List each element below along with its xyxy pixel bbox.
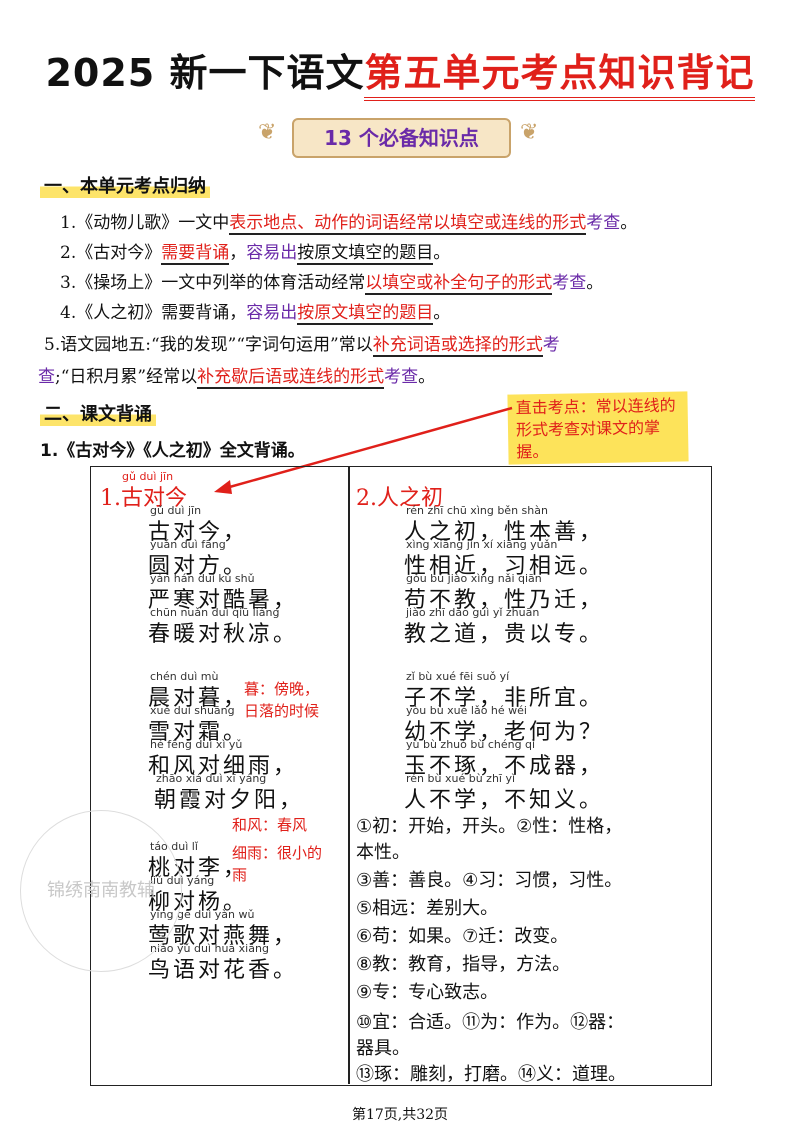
left-line: 晨对暮， bbox=[148, 686, 249, 711]
watermark: 锦绣南南教辅 bbox=[20, 810, 182, 972]
right-header: 2.人之初 bbox=[356, 486, 443, 511]
gloss-xiyu: 细雨：很小的 bbox=[232, 844, 323, 862]
section1-heading: 一、本单元考点归纳 bbox=[40, 172, 210, 198]
gloss-mu: 暮：傍晚， bbox=[244, 680, 320, 698]
vocab-item: ⑨专：专心致志。 bbox=[356, 982, 499, 1003]
right-line: 幼不学，老何为？ bbox=[404, 720, 605, 745]
right-line: 教之道，贵以专。 bbox=[404, 622, 605, 647]
left-line: 雪对霜。 bbox=[148, 720, 249, 745]
summary-item-4: 4.《人之初》需要背诵，容易出按原文填空的题目。 bbox=[60, 303, 451, 325]
left-pinyin: hé fēng duì xì yǔ bbox=[150, 738, 243, 751]
arrow-icon bbox=[214, 406, 513, 494]
summary-item-5b: 查;“日积月累”经常以补充歇后语或连线的形式考查。 bbox=[38, 367, 436, 389]
gloss-hefeng: 和风：春风 bbox=[232, 816, 308, 834]
vocab-item: ⑤相远：差别大。 bbox=[356, 898, 499, 919]
vocab-item: ①初：开始，开头。②性：性格， bbox=[356, 816, 623, 837]
right-pinyin: rén bù xué bù zhī yì bbox=[406, 772, 516, 785]
right-line: 玉不琢，不成器， bbox=[404, 754, 605, 779]
left-pinyin: chūn nuǎn duì qiū liáng bbox=[150, 606, 280, 619]
right-pinyin: rén zhī chū xìng běn shàn bbox=[406, 504, 548, 517]
left-pinyin: yuán duì fāng bbox=[150, 538, 226, 551]
gloss-xiyu-2: 雨 bbox=[232, 866, 248, 884]
table-divider bbox=[348, 466, 350, 1084]
page-footer: 第17页,共32页 bbox=[351, 1107, 449, 1123]
left-line: 古对今， bbox=[148, 520, 249, 545]
left-line: 圆对方。 bbox=[148, 554, 249, 579]
left-header-pinyin: gǔ duì jīn bbox=[122, 470, 174, 483]
recite-instruction: 1.《古对今》《人之初》全文背诵。 bbox=[40, 441, 305, 461]
left-pinyin: niǎo yǔ duì huā xiāng bbox=[150, 942, 269, 955]
page-title: 2025 新一下语文第五单元考点知识背记 bbox=[0, 42, 800, 101]
left-pinyin: gǔ duì jīn bbox=[150, 504, 202, 517]
left-line: 严寒对酷暑， bbox=[148, 588, 299, 613]
vocab-item: 器具。 bbox=[356, 1038, 410, 1059]
summary-item-3: 3.《操场上》一文中列举的体育活动经常以填空或补全句子的形式考查。 bbox=[60, 273, 604, 295]
left-line: 和风对细雨， bbox=[148, 754, 299, 779]
section2-heading: 二、课文背诵 bbox=[40, 400, 156, 426]
right-pinyin: yòu bù xué lǎo hé wéi bbox=[406, 704, 527, 717]
right-pinyin: gǒu bú jiào xìng nǎi qiān bbox=[406, 572, 542, 585]
right-line: 子不学，非所宜。 bbox=[404, 686, 605, 711]
right-line: 苟不教，性乃迁， bbox=[404, 588, 605, 613]
right-line: 性相近，习相远。 bbox=[404, 554, 605, 579]
left-pinyin: zhāo xiá duì xī yáng bbox=[156, 772, 267, 785]
vocab-item: ③善：善良。④习：习惯，习性。 bbox=[356, 870, 623, 891]
knowledge-badge: 13 个必备知识点 bbox=[292, 118, 511, 158]
leaf-right-icon: ❦ bbox=[520, 120, 539, 145]
left-line: 朝霞对夕阳， bbox=[154, 788, 305, 813]
vocab-item: 本性。 bbox=[356, 842, 410, 863]
gloss-mu-2: 日落的时候 bbox=[244, 702, 320, 720]
right-pinyin: jiào zhī dào guì yǐ zhuān bbox=[406, 606, 540, 619]
right-pinyin: xìng xiāng jìn xí xiāng yuǎn bbox=[406, 538, 558, 551]
summary-item-5a: 5.语文园地五:“我的发现”“字词句运用”常以补充词语或选择的形式考 bbox=[44, 335, 560, 357]
left-pinyin: yán hán duì kù shǔ bbox=[150, 572, 255, 585]
right-line: 人不学，不知义。 bbox=[404, 788, 605, 813]
poem-table bbox=[90, 466, 712, 1086]
vocab-item: ⑧教：教育，指导，方法。 bbox=[356, 954, 571, 975]
right-line: 人之初，性本善， bbox=[404, 520, 605, 545]
left-pinyin: xuě duì shuāng bbox=[150, 704, 235, 717]
left-pinyin: chén duì mù bbox=[150, 670, 219, 683]
right-pinyin: yù bù zhuó bù chéng qì bbox=[406, 738, 536, 751]
left-header: 1.古对今 bbox=[100, 486, 187, 511]
exam-note: 直击考点：常以连线的形式考查对课文的掌握。 bbox=[507, 391, 689, 465]
vocab-item: ⑬琢：雕刻，打磨。⑭义：道理。 bbox=[356, 1064, 626, 1085]
summary-item-2: 2.《古对今》需要背诵，容易出按原文填空的题目。 bbox=[60, 243, 451, 265]
right-pinyin: zǐ bù xué fēi suǒ yí bbox=[406, 670, 510, 683]
leaf-left-icon: ❦ bbox=[258, 120, 277, 145]
vocab-item: ⑥苟：如果。⑦迁：改变。 bbox=[356, 926, 569, 947]
vocab-item: ⑩宜：合适。⑪为：作为。⑫器： bbox=[356, 1012, 625, 1033]
title-highlight: 第五单元考点知识背记 bbox=[364, 51, 755, 101]
summary-item-1: 1.《动物儿歌》一文中表示地点、动作的词语经常以填空或连线的形式考查。 bbox=[60, 213, 638, 235]
left-line: 鸟语对花香。 bbox=[148, 958, 299, 983]
left-line: 春暖对秋凉。 bbox=[148, 622, 299, 647]
